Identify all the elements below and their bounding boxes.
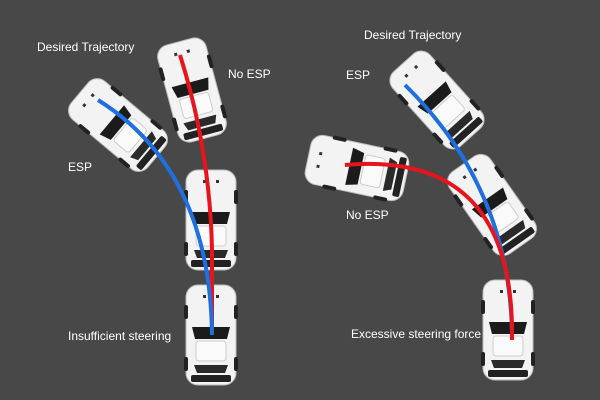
- no-esp-trajectory: [344, 161, 515, 341]
- esp-label: ESP: [346, 68, 370, 82]
- caption: Insufficient steering: [68, 329, 171, 343]
- desired-trajectory-label: Desired Trajectory: [37, 40, 134, 54]
- desired-trajectory-label: Desired Trajectory: [364, 28, 461, 42]
- no-esp-label: No ESP: [346, 208, 389, 222]
- caption: Excessive steering force: [351, 327, 481, 341]
- no-esp-trajectory: [178, 54, 214, 335]
- left-panel: Desired Trajectory No ESP ESP Insufficie…: [37, 34, 271, 386]
- esp-label: ESP: [68, 160, 92, 174]
- right-panel: Desired Trajectory ESP No ESP Excessive …: [301, 28, 544, 381]
- no-esp-label: No ESP: [228, 67, 271, 81]
- esp-trajectory: [96, 98, 214, 336]
